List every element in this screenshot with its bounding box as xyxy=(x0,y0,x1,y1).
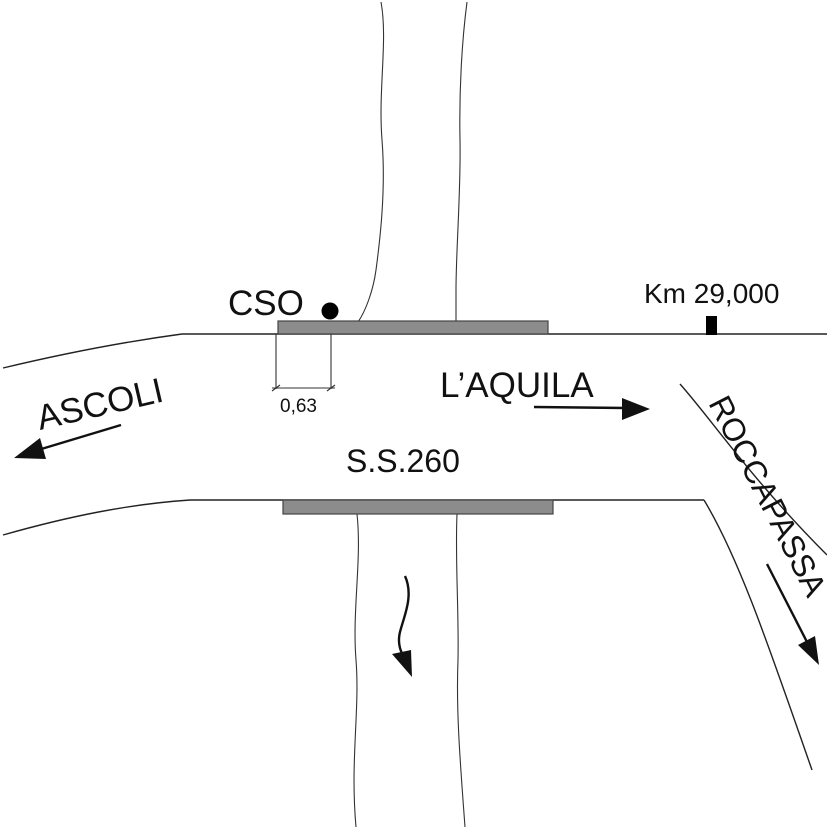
arrow-river-flow xyxy=(392,575,412,677)
bridge-deck-upstream xyxy=(277,320,549,335)
arrow-ascoli xyxy=(14,423,122,459)
roccapassa-road-right-edge xyxy=(679,383,827,556)
cso-marker-dot xyxy=(321,302,339,320)
road-edge-upper-left xyxy=(2,333,183,369)
label-km: Km 29,000 xyxy=(644,278,779,309)
label-roccapassa: ROCCAPASSA xyxy=(702,390,827,603)
arrow-roccapassa xyxy=(765,563,819,665)
bridge-deck-downstream xyxy=(282,499,554,515)
river-bank-right-upper xyxy=(455,1,468,322)
label-cso: CSO xyxy=(228,284,304,323)
road-edge-lower-left xyxy=(2,499,191,536)
arrow-laquila xyxy=(533,398,650,420)
label-ascoli: ASCOLI xyxy=(33,371,167,438)
river-bank-left-lower xyxy=(353,513,359,827)
river-bank-right-lower xyxy=(455,513,466,827)
roccapassa-road-left-edge xyxy=(703,499,813,771)
label-ss260: S.S.260 xyxy=(346,443,460,479)
label-laquila: L’AQUILA xyxy=(440,366,594,405)
dimension-bracket xyxy=(271,334,336,392)
label-dimension: 0,63 xyxy=(280,396,317,417)
km-post-marker xyxy=(706,316,717,335)
river-bank-left-upper xyxy=(357,1,385,323)
